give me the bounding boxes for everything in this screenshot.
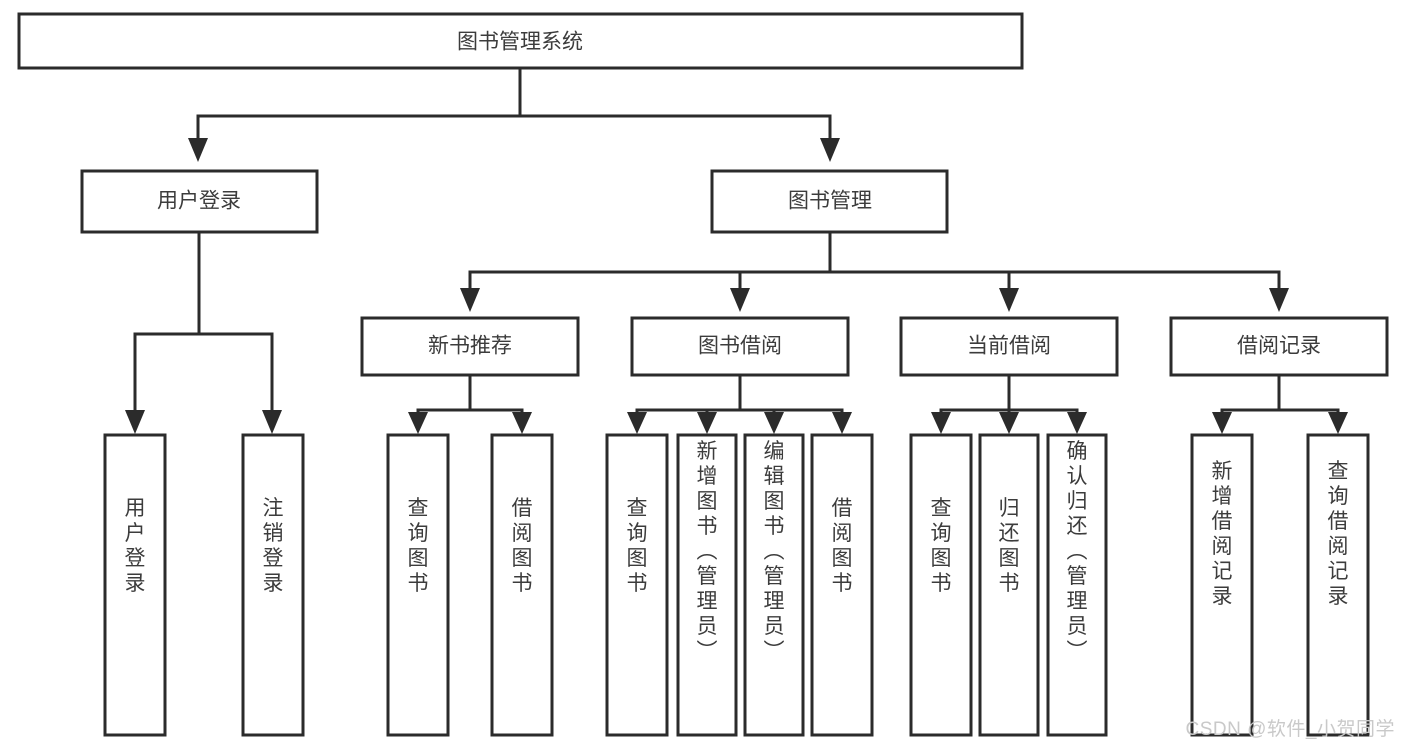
leaf-bookborrow-edit-book-admin-label: 编辑图书︵管理员︶ (764, 440, 785, 663)
node-root-label: 图书管理系统 (457, 31, 583, 54)
leaf-currentborrow-query-book-label: 查询图书 (931, 497, 952, 595)
leaf-bookborrow-edit-book-admin[interactable]: 编辑图书︵管理员︶ (743, 433, 805, 737)
leaf-user-login-logout-label: 注销登录 (263, 497, 284, 595)
node-root-system[interactable]: 图书管理系统 (17, 12, 1024, 70)
leaf-borrowrecord-query-record-label: 查询借阅记录 (1328, 460, 1349, 608)
leaf-borrowrecord-add-record[interactable]: 新增借阅记录 (1190, 433, 1254, 737)
leaf-newbook-borrow-book-label: 借阅图书 (512, 497, 533, 595)
node-book-management-label: 图书管理 (788, 190, 872, 213)
csdn-watermark: CSDN @软件_小贺同学 (1185, 719, 1395, 740)
node-user-login-label: 用户登录 (157, 190, 241, 213)
node-current-borrow-label: 当前借阅 (967, 335, 1051, 358)
node-book-borrow[interactable]: 图书借阅 (630, 316, 850, 377)
node-book-management[interactable]: 图书管理 (710, 169, 949, 234)
leaf-bookborrow-add-book-admin-label: 新增图书︵管理员︶ (697, 440, 718, 663)
leaf-newbook-borrow-book[interactable]: 借阅图书 (490, 433, 554, 737)
connector-borrowrecord-to-leaves (1212, 373, 1348, 434)
node-borrow-record[interactable]: 借阅记录 (1169, 316, 1389, 377)
leaf-user-login-login-label: 用户登录 (125, 497, 146, 595)
connector-currentborrow-to-leaves (931, 373, 1087, 434)
connector-userlogin-to-leaves (125, 230, 282, 434)
leaf-bookborrow-add-book-admin[interactable]: 新增图书︵管理员︶ (676, 433, 738, 737)
leaf-bookborrow-query-book[interactable]: 查询图书 (605, 433, 669, 737)
node-new-book-recommend-label: 新书推荐 (428, 335, 512, 358)
node-new-book-recommend[interactable]: 新书推荐 (360, 316, 580, 377)
leaf-borrowrecord-add-record-label: 新增借阅记录 (1212, 460, 1233, 608)
node-user-login[interactable]: 用户登录 (80, 169, 319, 234)
leaf-newbook-query-book[interactable]: 查询图书 (386, 433, 450, 737)
node-book-borrow-label: 图书借阅 (698, 335, 782, 358)
leaf-bookborrow-borrow-book[interactable]: 借阅图书 (810, 433, 874, 737)
leaf-currentborrow-confirm-return-admin[interactable]: 确认归还︵管理员︶ (1046, 433, 1108, 737)
leaf-user-login-logout[interactable]: 注销登录 (241, 433, 305, 737)
leaf-borrowrecord-query-record[interactable]: 查询借阅记录 (1306, 433, 1370, 737)
leaf-bookborrow-query-book-label: 查询图书 (627, 497, 648, 595)
node-borrow-record-label: 借阅记录 (1237, 335, 1321, 358)
connector-bookborrow-to-leaves (627, 373, 852, 434)
connector-bookmgmt-to-level3 (460, 230, 1289, 312)
node-current-borrow[interactable]: 当前借阅 (899, 316, 1119, 377)
leaf-currentborrow-return-book-label: 归还图书 (999, 497, 1020, 595)
leaf-currentborrow-query-book[interactable]: 查询图书 (909, 433, 973, 737)
leaf-user-login-login[interactable]: 用户登录 (103, 433, 167, 737)
leaf-bookborrow-borrow-book-label: 借阅图书 (832, 497, 853, 595)
leaf-newbook-query-book-label: 查询图书 (408, 497, 429, 595)
connector-newbook-to-leaves (408, 373, 532, 434)
leaf-currentborrow-return-book[interactable]: 归还图书 (978, 433, 1040, 737)
connector-root-to-level2 (188, 66, 840, 162)
leaf-currentborrow-confirm-return-admin-label: 确认归还︵管理员︶ (1067, 440, 1088, 663)
